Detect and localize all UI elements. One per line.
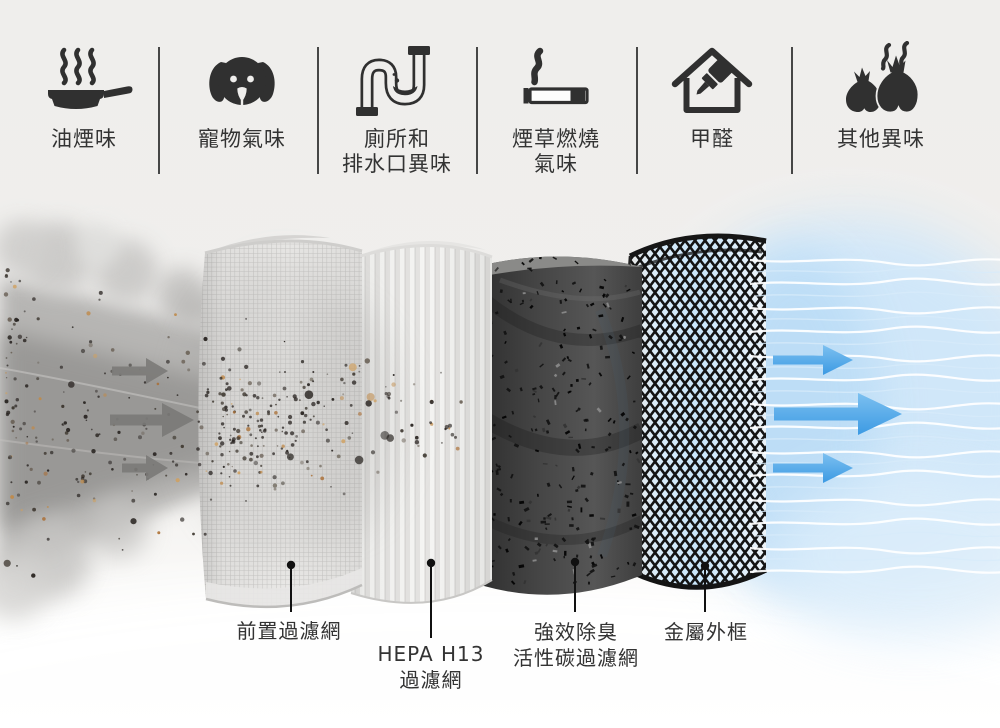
hepa-label: HEPA H13 過濾網 — [378, 641, 485, 693]
divider — [476, 47, 478, 174]
hepa-label-line2: 過濾網 — [399, 668, 463, 692]
odor-item-other-odors: 其他異味 — [793, 40, 969, 152]
house-paint-icon — [624, 40, 800, 120]
hepa-filter-layer — [344, 240, 493, 604]
carbon-label-line1: 強效除臭 — [534, 620, 618, 644]
dust-arrows — [110, 358, 194, 481]
odor-label: 寵物氣味 — [154, 127, 330, 152]
odor-label-line1: 甲醛 — [690, 127, 734, 151]
divider — [158, 47, 160, 174]
carbon-label: 強效除臭 活性碳過濾網 — [513, 619, 639, 671]
odor-label-line1: 煙草燃燒 — [512, 127, 600, 151]
metal-frame-label: 金屬外框 — [664, 619, 748, 645]
metal-frame-layer — [622, 233, 768, 590]
divider — [317, 47, 319, 174]
dust-speckles — [3, 268, 463, 578]
odor-label: 其他異味 — [793, 127, 969, 152]
drain-pipe-icon — [309, 40, 485, 120]
prefilter-label: 前置過濾網 — [237, 618, 342, 644]
odor-types-row: 油煙味 寵物氣味 — [0, 0, 1000, 200]
odor-label-line1: 寵物氣味 — [198, 127, 286, 151]
prefilter-label-line1: 前置過濾網 — [236, 619, 342, 643]
odor-item-formaldehyde: 甲醛 — [624, 40, 800, 152]
frying-pan-icon — [0, 40, 172, 120]
carbon-filter-layer — [476, 256, 642, 595]
divider — [636, 47, 638, 174]
clean-air-arrows — [773, 345, 902, 483]
divider — [791, 47, 793, 174]
odor-label: 煙草燃燒 氣味 — [468, 127, 644, 177]
odor-label: 油煙味 — [0, 127, 172, 152]
cigarette-icon — [468, 40, 644, 120]
odor-label-line2: 氣味 — [534, 152, 578, 176]
odor-label-line1: 油煙味 — [51, 127, 117, 151]
bottom-fade — [0, 580, 1000, 728]
hepa-label-line1: HEPA H13 — [377, 642, 485, 666]
odor-item-pet-odor: 寵物氣味 — [154, 40, 330, 152]
carbon-label-line2: 活性碳過濾網 — [513, 646, 639, 670]
odor-label-line1: 其他異味 — [837, 127, 925, 151]
pre-filter-layer — [198, 235, 363, 609]
leader-lines — [286, 557, 710, 638]
odor-item-oil-smoke: 油煙味 — [0, 40, 172, 152]
odor-label-line1: 廁所和 — [364, 127, 430, 151]
odor-label: 甲醛 — [624, 127, 800, 152]
garbage-bags-icon — [793, 40, 969, 120]
odor-label-line2: 排水口異味 — [342, 152, 452, 176]
smoke-haze-overlay — [180, 260, 415, 560]
metal-frame-label-line1: 金屬外框 — [664, 620, 748, 644]
odor-item-tobacco: 煙草燃燒 氣味 — [468, 40, 644, 177]
dog-icon — [154, 40, 330, 120]
odor-label: 廁所和 排水口異味 — [309, 127, 485, 177]
odor-item-toilet-drain: 廁所和 排水口異味 — [309, 40, 485, 177]
